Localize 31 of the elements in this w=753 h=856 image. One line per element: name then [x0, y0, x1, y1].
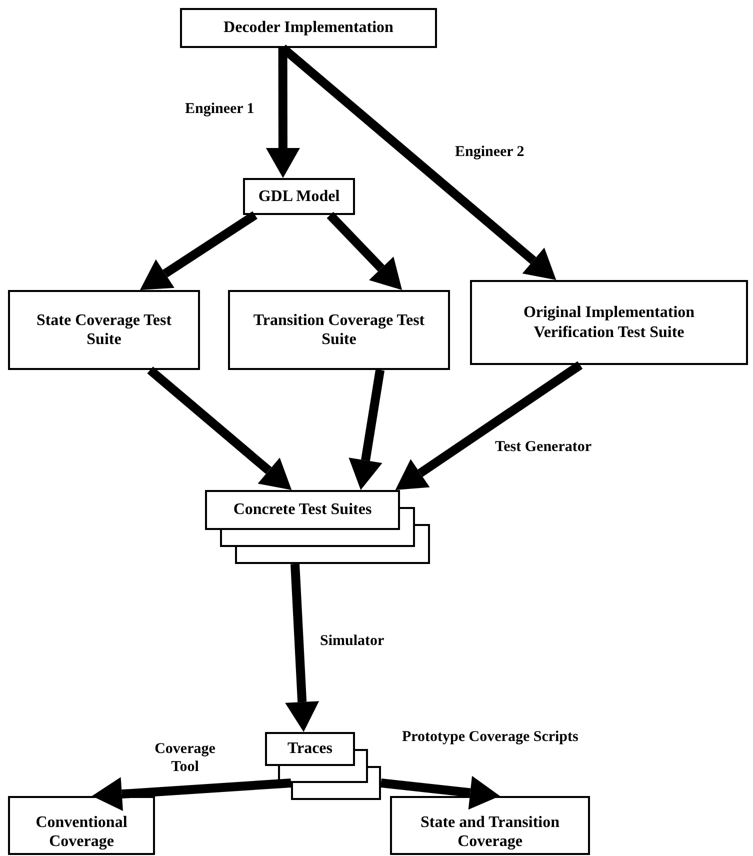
arrow — [140, 211, 258, 290]
arrow — [285, 564, 320, 732]
node-text: State and Transition Coverage — [420, 812, 560, 851]
node-text: Decoder Implementation — [224, 18, 394, 38]
arrow — [326, 212, 402, 290]
process-box — [243, 178, 355, 215]
arrow — [147, 366, 292, 490]
node-text: Transition Coverage Test Suite — [252, 310, 426, 350]
process-box — [180, 8, 437, 48]
edge-label: Engineer 1 — [185, 100, 254, 118]
arrow — [395, 361, 583, 490]
node-text: State Coverage Test Suite — [35, 310, 173, 350]
process-box — [228, 290, 450, 370]
process-box — [390, 796, 590, 855]
arrow — [380, 776, 500, 810]
edge-label: Test Generator — [495, 438, 592, 456]
arrow — [348, 369, 385, 490]
edge-label: Coverage Tool — [154, 740, 216, 776]
edge-label: Prototype Coverage Scripts — [402, 728, 578, 746]
node-text: Concrete Test Suites — [233, 501, 372, 519]
edge-label: Simulator — [320, 632, 384, 650]
process-box — [8, 796, 155, 855]
node-text: Original Implementation Verification Test Suite — [522, 303, 696, 342]
edge-label: Engineer 2 — [455, 143, 524, 161]
process-box — [470, 280, 748, 365]
arrow — [92, 777, 292, 811]
node-text: Conventional Coverage — [34, 812, 128, 851]
process-box — [8, 290, 200, 370]
arrow — [266, 48, 300, 178]
node-text: Traces — [287, 740, 332, 758]
node-text: GDL Model — [258, 186, 340, 206]
